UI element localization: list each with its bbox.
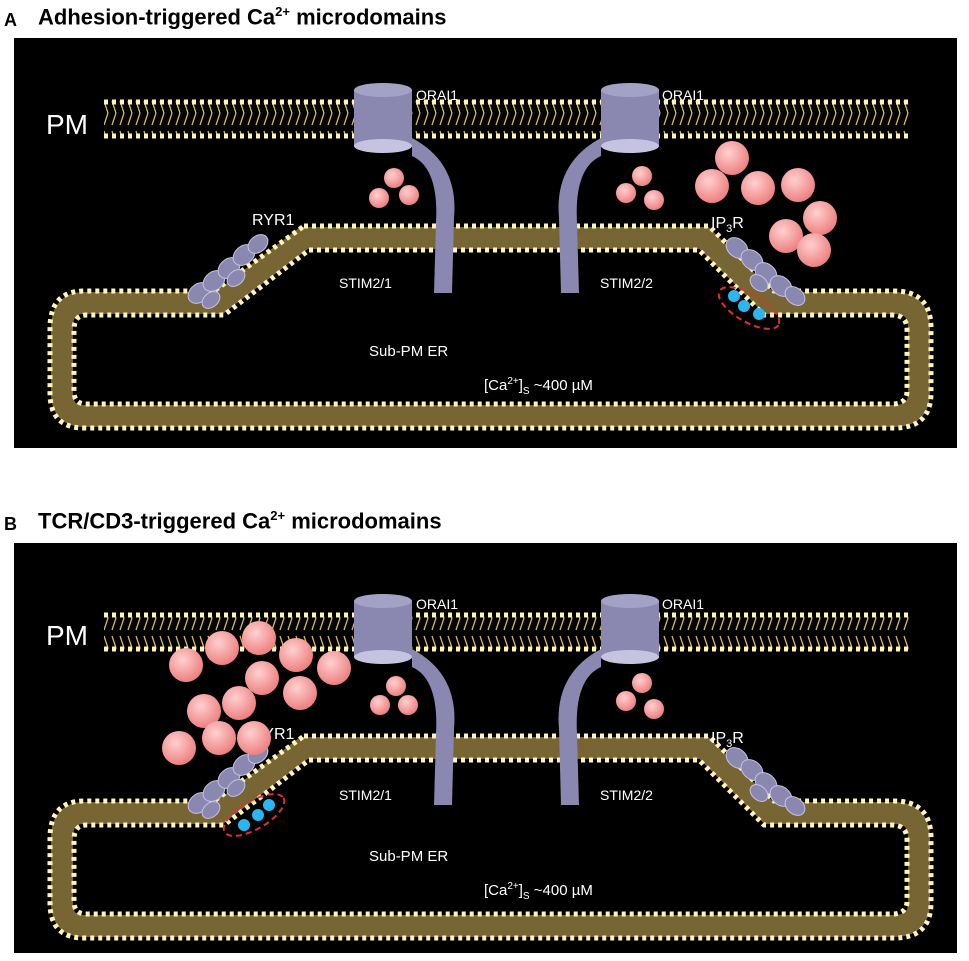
ca-ions-orai-left [369, 168, 419, 208]
orai1-channel-right [601, 594, 659, 664]
orai1-label-right: ORAI1 [662, 596, 704, 612]
panel-a-title-prefix: Adhesion-triggered Ca [38, 4, 276, 30]
plasma-membrane [104, 99, 909, 139]
panel-a-letter: A [4, 10, 17, 30]
ca-label-close: ] [519, 882, 523, 899]
panel-b-title-prefix: TCR/CD3-triggered Ca [38, 508, 271, 534]
ip3r-label-tail: R [732, 730, 744, 747]
panel-b-letter: B [4, 514, 17, 534]
panel-b-title-suffix: microdomains [285, 508, 442, 534]
stim-right-label: STIM2/2 [600, 275, 653, 291]
ryr1-label: RYR1 [252, 212, 294, 229]
signal-highlight-ring [717, 286, 781, 330]
ip3r-label-tail: R [732, 215, 744, 232]
ca-concentration-label: [Ca2+]S ~400 µM [484, 881, 593, 902]
local-signal-dots [238, 799, 275, 831]
panel-b-diagram: PM ORAI1 STIM2/1 ORAI1 STIM2/2 RYR1 I [14, 543, 957, 953]
pm-label: PM [46, 620, 88, 651]
ca-label-sub: S [523, 891, 530, 902]
ca-label-sup: 2+ [507, 376, 519, 387]
ip3r-receptor [725, 747, 806, 816]
ca-label-prefix: [Ca [484, 377, 508, 394]
stim-right-label: STIM2/2 [600, 787, 653, 803]
ca-ions-orai-right [616, 166, 664, 210]
ca-label-value: ~400 µM [530, 377, 593, 394]
ca-label-close: ] [519, 377, 523, 394]
ryr1-receptor [187, 234, 269, 309]
panel-b-title-sup: 2+ [270, 508, 286, 523]
stim-right [558, 138, 601, 293]
ca-ions-orai-right [616, 673, 664, 719]
stim-left-label: STIM2/1 [339, 787, 392, 803]
orai1-label-left: ORAI1 [416, 87, 458, 103]
ip3r-label-sub: 3 [726, 223, 732, 235]
ca-label-sup: 2+ [507, 881, 519, 892]
ip3r-label: IP3R [711, 730, 744, 750]
ca-microdomain-ip3r [695, 141, 837, 267]
ip3r-receptor [725, 237, 806, 306]
ca-microdomain-ryr1 [162, 621, 351, 765]
pm-label: PM [46, 109, 88, 140]
signal-highlight-ring [222, 793, 286, 837]
er-label: Sub-PM ER [369, 343, 448, 360]
panel-a-title-sup: 2+ [275, 4, 290, 19]
ca-concentration-label: [Ca2+]S ~400 µM [484, 376, 593, 397]
er-label: Sub-PM ER [369, 848, 448, 865]
panel-a-diagram: PM ORAI1 STIM2/1 ORAI1 STIM2/2 RYR1 [14, 38, 957, 448]
orai1-label-left: ORAI1 [416, 596, 458, 612]
orai1-channel-right [601, 83, 659, 153]
ip3r-label: IP3R [711, 215, 744, 235]
ca-ions-orai-left [370, 676, 418, 715]
ip3r-label-sub: 3 [726, 738, 732, 750]
stim-left-label: STIM2/1 [339, 275, 392, 291]
ca-label-value: ~400 µM [530, 882, 593, 899]
er-membrane [47, 733, 934, 941]
er-membrane [47, 223, 934, 431]
ca-label-prefix: [Ca [484, 882, 508, 899]
ip3r-label-base: IP [711, 215, 726, 232]
orai1-label-right: ORAI1 [662, 87, 704, 103]
local-signal-dots [728, 290, 765, 320]
orai1-channel-left [354, 594, 412, 664]
panel-b-title: TCR/CD3-triggered Ca2+ microdomains [38, 508, 442, 534]
stim-right [558, 649, 601, 805]
ip3r-label-base: IP [711, 730, 726, 747]
panel-a-title-suffix: microdomains [289, 4, 447, 30]
stim-left [412, 649, 455, 805]
panel-a-title: Adhesion-triggered Ca2+ microdomains [38, 4, 446, 30]
stim-left [412, 138, 455, 293]
orai1-channel-left [354, 83, 412, 153]
ca-label-sub: S [523, 386, 530, 397]
